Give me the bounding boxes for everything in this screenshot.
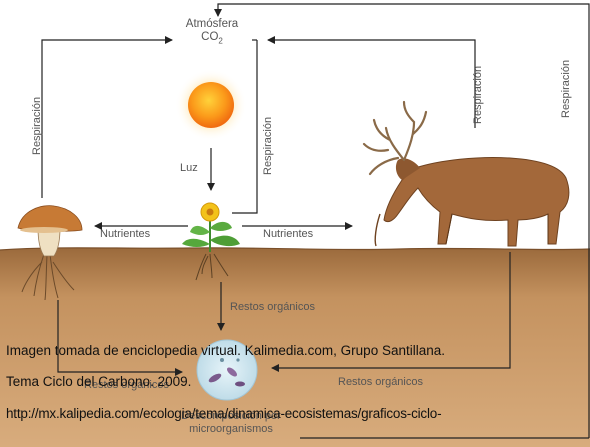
respiration-label-deer: Respiración: [472, 66, 485, 124]
respiration-label-left: Respiración: [31, 97, 44, 155]
decomposition-line-2: microorganismos: [166, 423, 296, 436]
organic-remains-label-right: Restos orgánicos: [338, 376, 423, 389]
atmosphere-label: Atmósfera CO2: [176, 18, 248, 46]
deer-icon: [364, 102, 569, 246]
caption-line-3: http://mx.kalipedia.com/ecologia/tema/di…: [6, 406, 441, 421]
respiration-label-plant: Respiración: [262, 117, 275, 175]
atmosphere-title: Atmósfera: [176, 18, 248, 31]
organic-remains-label-top: Restos orgánicos: [230, 301, 315, 314]
arrow-respiration-mushroom: [42, 40, 172, 198]
respiration-label-far-right: Respiración: [560, 60, 573, 118]
caption-line-1: Imagen tomada de enciclopedia virtual. K…: [6, 343, 445, 358]
co2-label: CO2: [176, 31, 248, 45]
arrow-respiration-deer: [268, 40, 475, 128]
nutrients-label-right: Nutrientes: [263, 228, 313, 241]
caption-line-2: Tema Ciclo del Carbono. 2009.: [6, 374, 191, 389]
nutrients-label-left: Nutrientes: [100, 228, 150, 241]
light-label: Luz: [180, 162, 198, 175]
sun-icon: [188, 82, 234, 128]
